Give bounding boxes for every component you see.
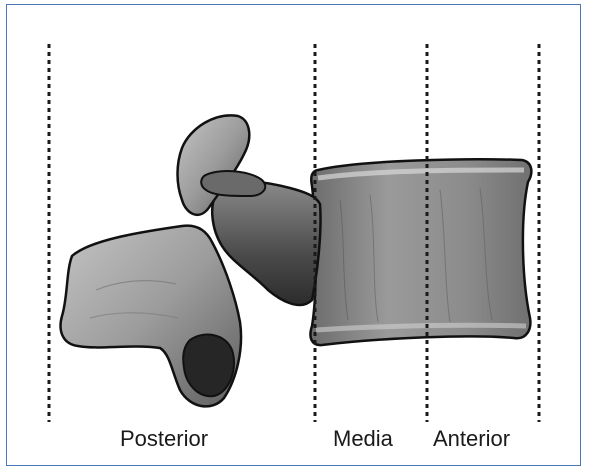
column-label-anterior: Anterior <box>433 426 510 452</box>
column-label-posterior: Posterior <box>120 426 208 452</box>
vertebral-body <box>310 159 531 345</box>
column-label-media: Media <box>333 426 393 452</box>
posterior-elements <box>61 226 241 407</box>
